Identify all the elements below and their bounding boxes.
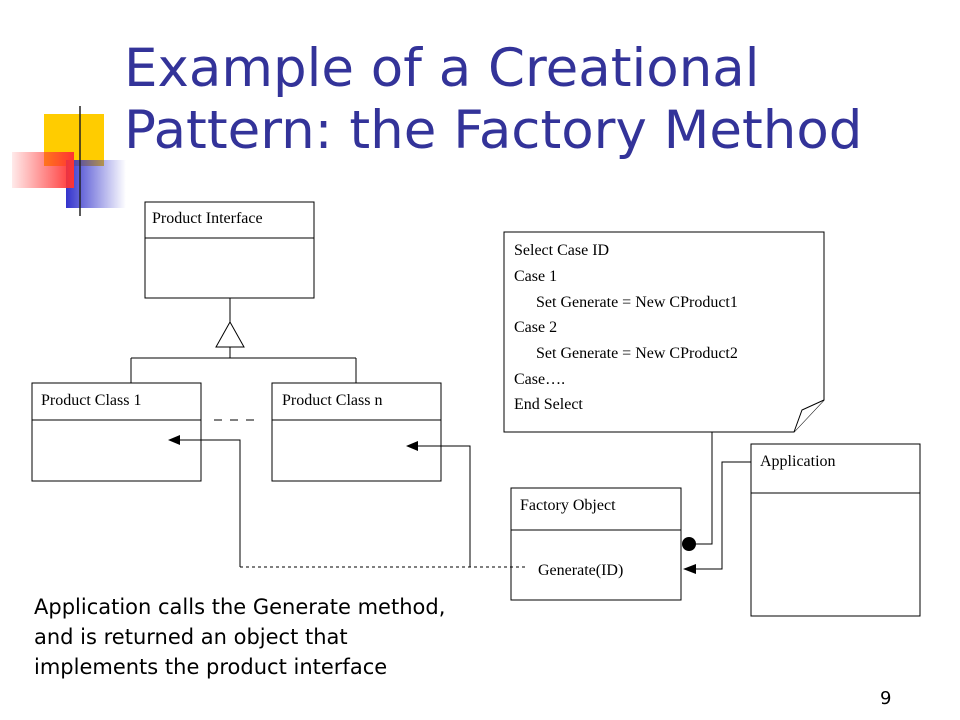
product-interface-label: Product Interface — [152, 210, 263, 227]
slide-title: Example of a Creational Pattern: the Fac… — [124, 38, 944, 162]
inheritance-triangle — [215, 320, 245, 348]
note-line-5: Set Generate = New CProduct2 — [536, 345, 738, 362]
application-box — [750, 443, 921, 617]
product-class-1-label: Product Class 1 — [41, 392, 142, 409]
note-line-3: Set Generate = New CProduct1 — [536, 294, 738, 311]
note-connector — [690, 432, 713, 545]
title-line-2: Pattern: the Factory Method — [124, 100, 863, 161]
note-line-7: End Select — [514, 396, 583, 413]
arrowhead-class-1 — [168, 435, 180, 445]
deco-blue-square — [66, 160, 126, 208]
factory-object-label: Factory Object — [520, 497, 616, 514]
product-class-n-label: Product Class n — [282, 392, 383, 409]
note-line-1: Select Case ID — [514, 242, 610, 259]
arrowhead-class-n — [406, 441, 418, 451]
caption-line-3: implements the product interface — [34, 655, 388, 679]
caption-line-1: Application calls the Generate method, — [34, 595, 446, 619]
product-interface-box — [144, 201, 315, 299]
note-fold — [793, 399, 825, 433]
association-dot — [682, 537, 696, 551]
return-line-class-1 — [176, 439, 241, 567]
page-number: 9 — [880, 688, 892, 709]
note-line-6: Case…. — [514, 371, 566, 388]
arrowhead-factory — [683, 564, 696, 574]
product-class-1-box — [31, 382, 202, 482]
application-label: Application — [760, 453, 836, 470]
note-line-2: Case 1 — [514, 268, 558, 285]
product-class-n-box — [271, 382, 442, 482]
caption-text: Application calls the Generate method, a… — [34, 592, 534, 682]
application-call-line — [686, 461, 751, 570]
generate-method-label: Generate(ID) — [538, 562, 624, 579]
title-line-1: Example of a Creational — [124, 38, 760, 99]
caption-line-2: and is returned an object that — [34, 625, 348, 649]
factory-object-box — [510, 487, 682, 601]
return-line-class-n — [414, 445, 471, 567]
deco-red-square — [12, 152, 74, 188]
note-line-4: Case 2 — [514, 319, 558, 336]
